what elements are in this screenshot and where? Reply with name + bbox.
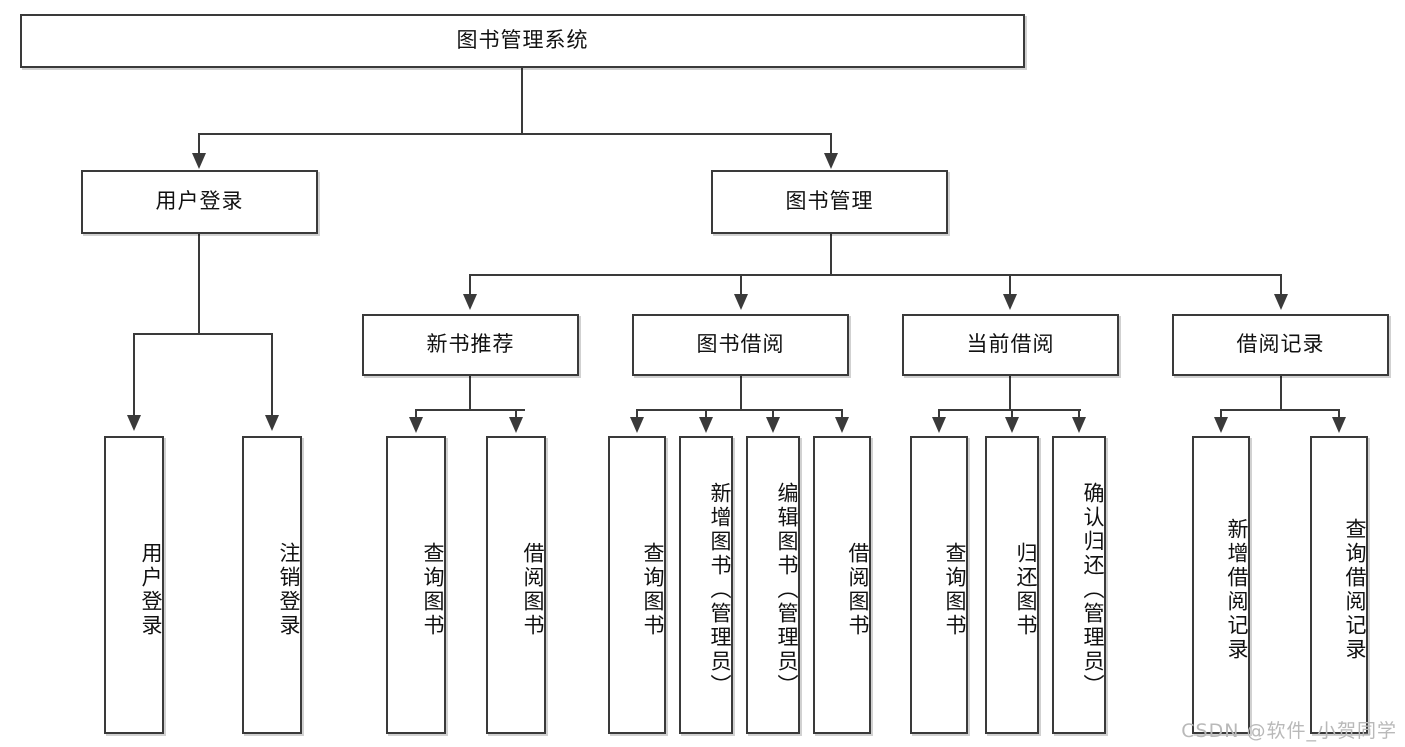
node-root[interactable]: 图书管理系统 (20, 14, 1025, 68)
edge-root-to-book-management (830, 133, 832, 159)
node-leaf-confirm-return-admin-label: 确认归还（管理员） (1081, 482, 1105, 698)
node-book-borrow[interactable]: 图书借阅 (632, 314, 849, 376)
edge-root-bar (198, 133, 832, 135)
node-leaf-borrow-book-recommend-label: 借阅图书 (521, 542, 545, 638)
node-borrow-record[interactable]: 借阅记录 (1172, 314, 1389, 376)
node-leaf-logout-label: 注销登录 (277, 542, 301, 638)
edge-current-to-leaf2 (1011, 409, 1013, 421)
edge-record-to-leaf2 (1338, 409, 1340, 421)
node-leaf-query-book-borrow[interactable]: 查询图书 (608, 436, 666, 734)
node-user-login[interactable]: 用户登录 (81, 170, 318, 234)
edge-bm-to-borrow (740, 274, 742, 298)
edge-record-bar (1220, 409, 1340, 411)
edge-record-to-leaf1 (1220, 409, 1222, 421)
edge-book-management-trunk (830, 234, 832, 275)
arrow-bm-to-current (1003, 294, 1017, 310)
edge-user-login-bar (133, 333, 272, 335)
edge-current-bar (938, 409, 1081, 411)
edge-borrow-bar (636, 409, 843, 411)
node-leaf-edit-book-admin[interactable]: 编辑图书（管理员） (746, 436, 800, 734)
arrow-borrow-to-leaf1 (630, 417, 644, 433)
node-borrow-record-label: 借阅记录 (1236, 332, 1325, 357)
arrow-user-login-to-leaf1 (127, 415, 141, 431)
node-leaf-query-borrow-record-label: 查询借阅记录 (1343, 518, 1367, 662)
node-book-management[interactable]: 图书管理 (711, 170, 948, 234)
node-leaf-query-book-recommend[interactable]: 查询图书 (386, 436, 446, 734)
node-leaf-query-book-recommend-label: 查询图书 (421, 542, 445, 638)
node-leaf-logout[interactable]: 注销登录 (242, 436, 302, 734)
edge-user-login-trunk (198, 234, 200, 334)
node-leaf-add-book-admin[interactable]: 新增图书（管理员） (679, 436, 733, 734)
arrow-borrow-to-leaf2 (699, 417, 713, 433)
node-book-borrow-label: 图书借阅 (696, 332, 785, 357)
node-leaf-confirm-return-admin[interactable]: 确认归还（管理员） (1052, 436, 1106, 734)
edge-bm-to-record (1280, 274, 1282, 298)
edge-recommend-to-leaf2 (515, 409, 517, 421)
edge-borrow-to-leaf3 (772, 409, 774, 421)
edge-recommend-bar (415, 409, 525, 411)
arrow-recommend-to-leaf2 (509, 417, 523, 433)
arrow-user-login-to-leaf2 (265, 415, 279, 431)
node-leaf-borrow-book[interactable]: 借阅图书 (813, 436, 871, 734)
edge-borrow-trunk (740, 376, 742, 410)
edge-current-trunk (1009, 376, 1011, 410)
node-root-label: 图书管理系统 (456, 28, 589, 53)
edge-borrow-to-leaf2 (705, 409, 707, 421)
node-leaf-query-book-borrow-label: 查询图书 (641, 542, 665, 638)
node-current-borrow-label: 当前借阅 (966, 332, 1055, 357)
edge-user-login-to-leaf1 (133, 333, 135, 419)
edge-current-to-leaf1 (938, 409, 940, 421)
node-leaf-query-borrow-record[interactable]: 查询借阅记录 (1310, 436, 1368, 734)
arrow-borrow-to-leaf3 (766, 417, 780, 433)
node-leaf-edit-book-admin-label: 编辑图书（管理员） (775, 482, 799, 698)
node-leaf-add-borrow-record[interactable]: 新增借阅记录 (1192, 436, 1250, 734)
arrow-current-to-leaf3 (1072, 417, 1086, 433)
node-leaf-return-book[interactable]: 归还图书 (985, 436, 1039, 734)
node-leaf-user-login[interactable]: 用户登录 (104, 436, 164, 734)
arrow-bm-to-recommend (463, 294, 477, 310)
edge-bm-to-recommend (469, 274, 471, 298)
node-new-book-recommend[interactable]: 新书推荐 (362, 314, 579, 376)
node-new-book-recommend-label: 新书推荐 (426, 332, 515, 357)
node-book-management-label: 图书管理 (785, 189, 874, 214)
arrow-root-to-user-login (192, 153, 206, 169)
edge-user-login-to-leaf2 (271, 333, 273, 419)
edge-recommend-trunk (469, 376, 471, 410)
node-leaf-user-login-label: 用户登录 (139, 542, 163, 638)
edge-current-to-leaf3 (1078, 409, 1080, 421)
node-leaf-add-borrow-record-label: 新增借阅记录 (1225, 518, 1249, 662)
arrow-record-to-leaf2 (1332, 417, 1346, 433)
arrow-borrow-to-leaf4 (835, 417, 849, 433)
node-current-borrow[interactable]: 当前借阅 (902, 314, 1119, 376)
edge-record-trunk (1280, 376, 1282, 410)
watermark-text: CSDN @软件_小贺同学 (1181, 720, 1397, 742)
arrow-recommend-to-leaf1 (409, 417, 423, 433)
edge-borrow-to-leaf1 (636, 409, 638, 421)
node-leaf-return-book-label: 归还图书 (1014, 542, 1038, 638)
arrow-bm-to-borrow (734, 294, 748, 310)
arrow-bm-to-record (1274, 294, 1288, 310)
arrow-current-to-leaf1 (932, 417, 946, 433)
edge-recommend-to-leaf1 (415, 409, 417, 421)
edge-book-management-bar (469, 274, 1281, 276)
edge-bm-to-current (1009, 274, 1011, 298)
node-user-login-label: 用户登录 (155, 189, 244, 214)
node-leaf-query-book-current-label: 查询图书 (943, 542, 967, 638)
arrow-root-to-book-management (824, 153, 838, 169)
edge-root-trunk (521, 68, 523, 134)
node-leaf-borrow-book-recommend[interactable]: 借阅图书 (486, 436, 546, 734)
arrow-current-to-leaf2 (1005, 417, 1019, 433)
node-leaf-borrow-book-label: 借阅图书 (846, 542, 870, 638)
arrow-record-to-leaf1 (1214, 417, 1228, 433)
node-leaf-query-book-current[interactable]: 查询图书 (910, 436, 968, 734)
edge-root-to-user-login (198, 133, 200, 159)
edge-borrow-to-leaf4 (841, 409, 843, 421)
node-leaf-add-book-admin-label: 新增图书（管理员） (708, 482, 732, 698)
